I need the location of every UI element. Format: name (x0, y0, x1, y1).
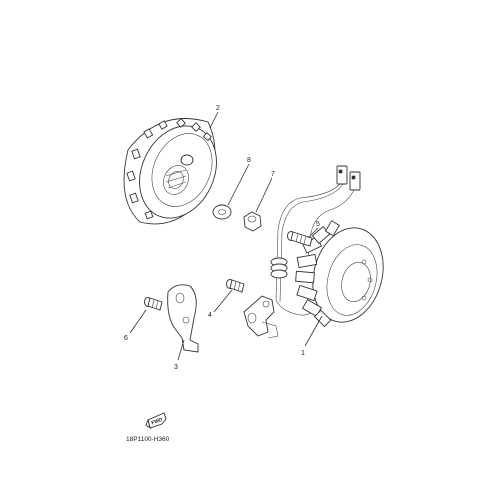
leader-line-3 (177, 339, 185, 361)
flywheel-rotor[interactable] (123, 113, 231, 230)
callout-5: 5 (316, 221, 320, 228)
bracket-bolt[interactable] (226, 279, 245, 293)
leader-line-6 (129, 309, 147, 334)
leader-line-7 (255, 177, 273, 213)
callout-6: 6 (124, 335, 128, 342)
callout-8: 8 (247, 157, 251, 164)
callout-3: 3 (174, 364, 178, 371)
pickup-bracket[interactable] (243, 295, 279, 339)
plate[interactable] (167, 284, 199, 353)
stator-bolt[interactable] (287, 231, 313, 247)
stator-assembly[interactable] (270, 165, 393, 330)
nut[interactable] (243, 211, 262, 232)
leader-line-8 (227, 163, 250, 206)
callout-1: 1 (301, 350, 305, 357)
callout-2: 2 (216, 105, 220, 112)
leader-line-1 (304, 315, 323, 347)
fwd-badge-label: FWD (151, 417, 164, 427)
leader-line-2 (209, 111, 219, 129)
callout-7: 7 (271, 171, 275, 178)
diagram-code: 18P1100-H360 (126, 436, 170, 443)
forward-arrow-icon: FWD (145, 412, 167, 430)
plate-bolt[interactable] (144, 297, 163, 311)
leader-line-5 (307, 227, 319, 239)
callout-4: 4 (208, 312, 212, 319)
washer[interactable] (212, 204, 232, 220)
leader-line-4 (213, 289, 233, 313)
